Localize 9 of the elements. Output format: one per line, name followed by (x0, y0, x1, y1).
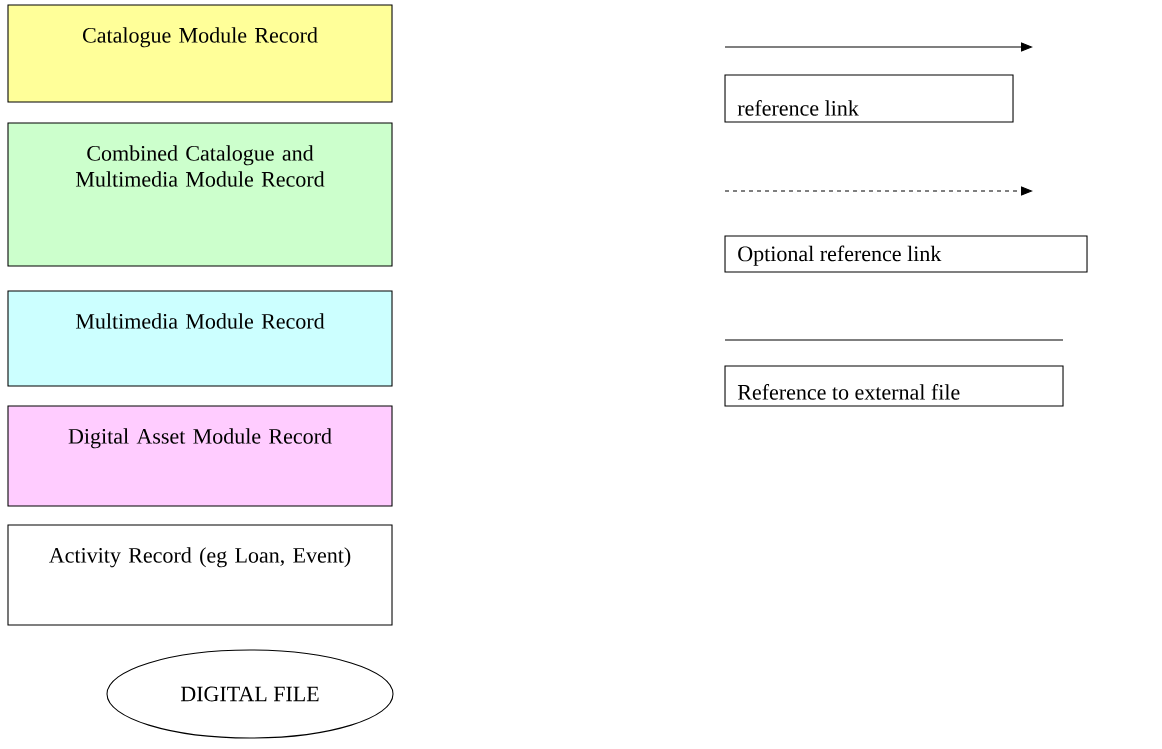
ellipse-node: DIGITAL FILE (106, 649, 394, 739)
legend-entry: Optional reference link (724, 235, 1088, 273)
legend-entry: Reference to external file (724, 365, 1064, 407)
legend-entry: reference link (724, 74, 1014, 123)
record-box: Catalogue Module Record (7, 4, 393, 103)
record-box: Activity Record (eg Loan, Event) (7, 524, 393, 626)
record-box: Multimedia Module Record (7, 290, 393, 387)
record-box: Combined Catalogue and Multimedia Module Record (7, 122, 393, 267)
record-box: Digital Asset Module Record (7, 405, 393, 507)
